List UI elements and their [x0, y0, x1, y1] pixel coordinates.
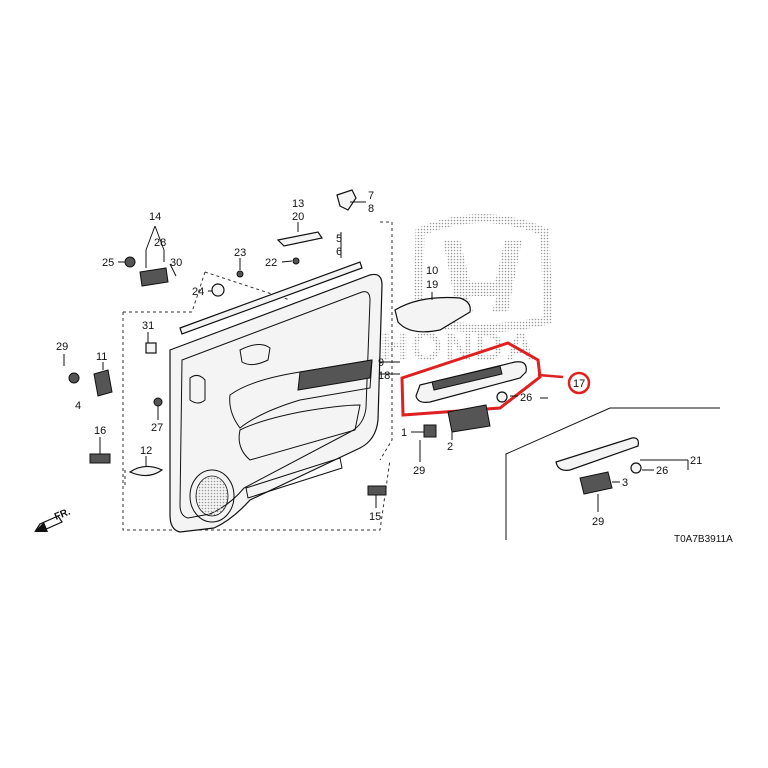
front-direction-label: FR. [53, 506, 72, 522]
callout-21: 21 [690, 455, 702, 467]
door-moulding-strip [179, 261, 363, 335]
callout-26-lower: 26 [656, 465, 668, 477]
part-screw-22 [292, 257, 300, 265]
callout-13: 13 [292, 198, 304, 210]
part-cap-13-20 [276, 231, 323, 247]
part-connector-15 [367, 485, 387, 496]
callout-9: 9 [378, 357, 384, 369]
part-grommet-25 [124, 256, 136, 268]
part-switch-panel-17 [415, 361, 527, 403]
callout-1: 1 [401, 427, 407, 439]
callout-5: 5 [336, 233, 342, 245]
part-clip-26-lower [630, 462, 642, 474]
callout-16: 16 [94, 425, 106, 437]
part-trim-21 [555, 437, 639, 471]
part-lamp-12 [128, 465, 164, 477]
callout-3: 3 [622, 477, 628, 489]
callout-31: 31 [142, 320, 154, 332]
inset-boundary [505, 407, 720, 540]
callout-4: 4 [75, 400, 81, 412]
callout-18: 18 [378, 370, 390, 382]
part-clip-26-upper [496, 391, 508, 403]
callout-29-right: 29 [592, 516, 604, 528]
door-lining-panel [169, 273, 383, 533]
part-screw-23 [236, 270, 244, 278]
callout-30: 30 [170, 257, 182, 269]
callout-20: 20 [292, 211, 304, 223]
callout-17: 17 [573, 378, 585, 390]
callout-26-upper: 26 [520, 392, 532, 404]
callout-15: 15 [369, 511, 381, 523]
leader-lines [63, 201, 689, 512]
callout-6: 6 [336, 246, 342, 258]
callout-labels: 14 28 25 30 13 20 7 8 5 6 23 22 24 10 19… [56, 190, 702, 528]
part-bracket-7-8 [336, 189, 357, 211]
callout-22: 22 [265, 257, 277, 269]
callout-2: 2 [447, 441, 453, 453]
callout-24: 24 [192, 286, 204, 298]
part-clip-27 [153, 397, 163, 407]
part-screw-4 [68, 372, 80, 384]
part-bracket-14 [139, 267, 169, 287]
callout-23: 23 [234, 247, 246, 259]
callout-14: 14 [149, 211, 161, 223]
highlight-leader [537, 373, 564, 379]
callout-11: 11 [96, 351, 107, 363]
front-direction-arrow: FR. [34, 506, 72, 532]
callout-29-left: 29 [56, 341, 68, 353]
callout-25: 25 [102, 257, 114, 269]
callout-10: 10 [426, 265, 438, 277]
part-switch-2 [447, 404, 491, 433]
highlight-callout-circle [567, 371, 591, 395]
callout-8: 8 [368, 203, 374, 215]
part-clip-31 [145, 342, 157, 354]
highlight-outline [400, 341, 542, 417]
part-switch-3 [579, 471, 613, 495]
callout-19: 19 [426, 279, 438, 291]
part-clip-24 [211, 283, 225, 297]
honda-logo-watermark: HONDA [380, 214, 553, 369]
callout-29-middle: 29 [413, 465, 425, 477]
callout-12: 12 [140, 445, 152, 457]
drawing-code: T0A7B3911A [674, 534, 733, 545]
part-switch-1 [423, 424, 437, 438]
part-armrest-10-19 [394, 296, 471, 333]
callout-7: 7 [368, 190, 374, 202]
callout-27: 27 [151, 422, 163, 434]
part-socket-16 [89, 453, 111, 464]
part-switch-11 [93, 369, 113, 397]
honda-wordmark: HONDA [380, 325, 537, 369]
callout-28: 28 [154, 237, 166, 249]
